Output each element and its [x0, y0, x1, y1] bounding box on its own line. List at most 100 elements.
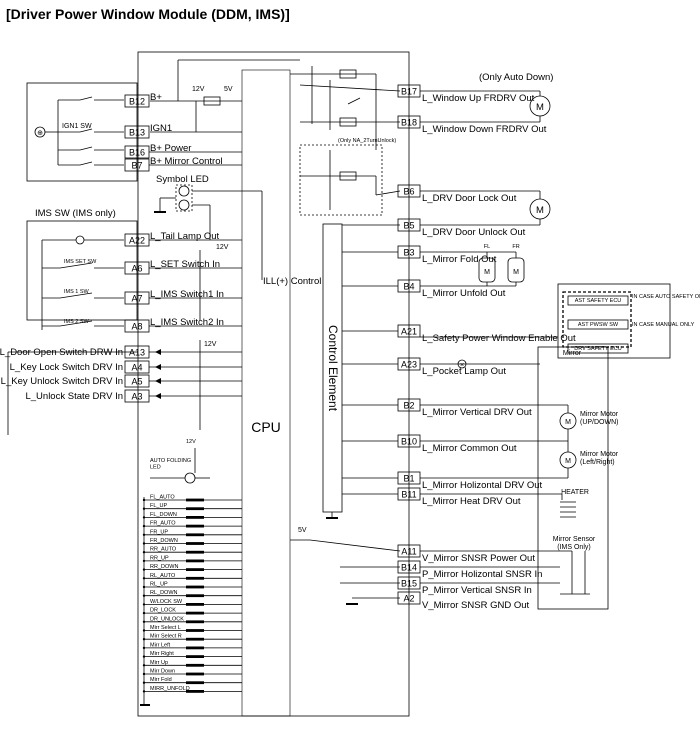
signal-label-b13: IGN1 — [150, 123, 172, 134]
signal-label-a4: L_Key Lock Switch DRV In — [10, 362, 123, 373]
cpu-label: CPU — [251, 419, 281, 435]
switch-resistor — [186, 559, 204, 563]
arrow-a5 — [155, 378, 161, 384]
signal-label-a13: L_Door Open Switch DRW In — [0, 347, 123, 358]
fuse-icon: ⊕ — [37, 130, 43, 137]
switch-input-label: FL_UP — [150, 503, 167, 509]
switch-node — [142, 681, 146, 684]
switch-node — [142, 533, 146, 536]
pin-box-b18 — [397, 115, 421, 129]
switch-node — [142, 507, 146, 510]
signal-label-a8: L_IMS Switch2 In — [150, 317, 224, 328]
switch-node — [142, 577, 146, 580]
led-12v-label: 12V — [186, 439, 196, 445]
arrow-a4 — [155, 364, 161, 370]
pin-box-b6 — [397, 184, 421, 198]
signal-label-b15: P_Mirror Vertical SNSR In — [422, 585, 532, 596]
signal-label-b7: B+ Mirror Control — [150, 156, 223, 167]
switch-input-label: FR_UP — [150, 529, 168, 535]
switch-input-label: Mirr Select L — [150, 625, 181, 631]
supply-5v-label: 5V — [224, 86, 233, 93]
pin-label-b12: B12 — [129, 97, 145, 107]
pullup-12v-label: 12V — [216, 244, 229, 251]
signal-label-a22: L_Tail Lamp Out — [150, 231, 220, 242]
switch-resistor — [186, 603, 204, 606]
switch-resistor — [186, 533, 204, 537]
switch-node — [142, 620, 146, 623]
pin-label-b16: B16 — [129, 148, 145, 158]
mirror-motor-updown-label: Mirror Motor(UP/DOWN) — [580, 411, 619, 426]
switch-input-label: Mirr Right — [150, 651, 174, 657]
switch-resistor — [186, 655, 204, 658]
signal-label-a3: L_Unlock State DRV In — [25, 391, 123, 402]
na-unlock-box — [299, 144, 383, 216]
switch-node — [142, 585, 146, 589]
pin-label-a6: A6 — [131, 264, 142, 274]
switch-resistor — [186, 690, 204, 693]
mirror-label: Mirror — [563, 350, 582, 357]
safety-note-auto: IN CASE AUTO SAFETY ONLY — [632, 294, 700, 300]
pin-label-a2: A2 — [403, 594, 414, 604]
fr-label: FR — [512, 244, 519, 250]
switch-node — [142, 646, 146, 650]
signal-label-b16: B+ Power — [150, 143, 191, 154]
switch-input-label: Mirr Left — [150, 642, 171, 648]
switch-node — [142, 559, 146, 563]
switch-resistor — [186, 663, 204, 667]
arrow-a3 — [155, 393, 161, 399]
lock-motor-icon: M — [536, 205, 544, 216]
switch-resistor — [186, 585, 204, 589]
switch-resistor — [186, 576, 204, 580]
supply-12v-label: 12V — [192, 86, 205, 93]
switch-resistor — [186, 646, 204, 650]
pin-label-b17: B17 — [401, 87, 417, 97]
switch-node — [142, 655, 146, 658]
switch-node — [142, 594, 146, 597]
symbol-led-label: Symbol LED — [156, 174, 209, 185]
switch-node — [142, 524, 146, 528]
signal-label-b2: L_Mirror Vertical DRV Out — [422, 407, 532, 418]
switch-input-label: RL_UP — [150, 582, 168, 588]
fl-label: FL — [484, 244, 490, 250]
switch-resistor — [186, 542, 204, 545]
switch-input-label: FR_AUTO — [150, 521, 176, 527]
switch-node — [142, 638, 146, 641]
ims-switch-label: IMS 2 SW — [64, 319, 90, 325]
ims-switch-label: IMS SET SW — [64, 259, 97, 265]
pocket-lamp-icon: × — [460, 362, 464, 369]
ast-pwsw-sw-label: AST PWSW SW — [578, 322, 619, 328]
pin-label-b3: B3 — [403, 248, 414, 258]
mirror-sensor-label: Mirror Sensor(IMS Only) — [553, 536, 596, 551]
pin-label-a22: A22 — [129, 236, 145, 246]
switch-input-label: Mirr Up — [150, 660, 168, 666]
pin-box-b13 — [124, 125, 150, 139]
pin-label-b10: B10 — [401, 437, 417, 447]
switch-input-label: RR_UP — [150, 555, 169, 561]
page-title: [Driver Power Window Module (DDM, IMS)] — [6, 6, 290, 22]
signal-label-b12: B+ — [150, 92, 162, 103]
switch-input-label: RR_AUTO — [150, 547, 177, 553]
ims-switch-label: IMS 1 SW — [64, 289, 90, 295]
signal-label-b14: P_Mirror Holizontal SNSR In — [422, 569, 542, 580]
pin-label-b4: B4 — [403, 282, 414, 292]
switch-node — [142, 542, 146, 545]
switch-resistor — [186, 672, 204, 676]
switch-resistor — [186, 629, 204, 632]
signal-label-a6: L_SET Switch In — [150, 259, 220, 270]
switch-input-label: FL_DOWN — [150, 512, 177, 518]
signal-label-b11: L_Mirror Heat DRV Out — [422, 496, 521, 507]
switch-input-label: MIRR_UNFOLD — [150, 686, 190, 692]
switch-input-label: RL_AUTO — [150, 573, 176, 579]
switch-node — [142, 498, 146, 502]
cpu-block — [241, 69, 291, 717]
switch-resistor — [186, 524, 204, 528]
arrow-a13 — [155, 349, 161, 355]
switch-resistor — [186, 498, 204, 502]
safety-note-manual: IN CASE MANUAL ONLY — [632, 322, 695, 328]
switch-input-label: FR_DOWN — [150, 538, 178, 544]
pin-label-a5: A5 — [131, 377, 142, 387]
pin-label-a21: A21 — [401, 327, 417, 337]
signal-label-b17: L_Window Up FRDRV Out — [422, 93, 535, 104]
